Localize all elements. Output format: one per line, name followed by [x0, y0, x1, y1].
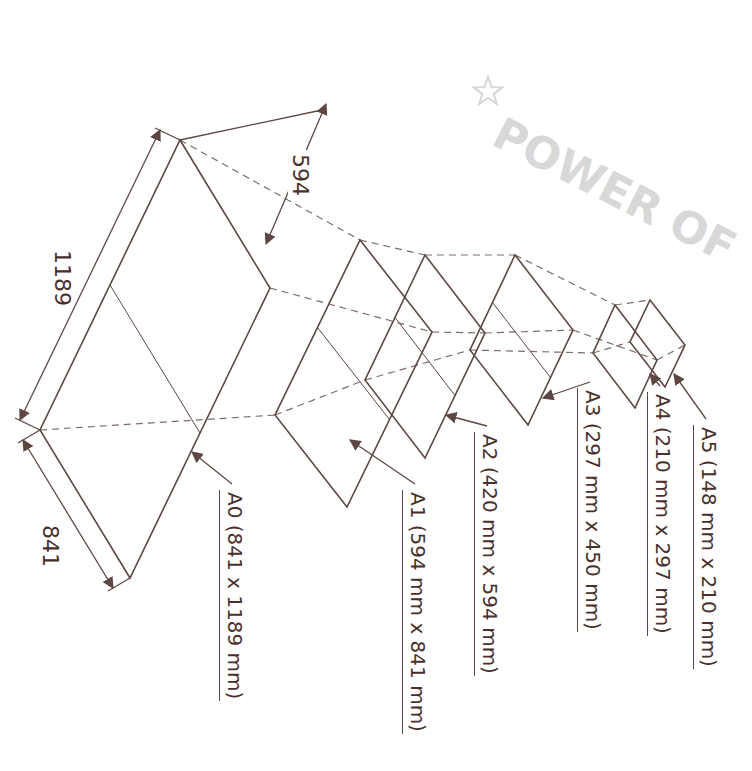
dimension-value: 1189: [49, 250, 74, 306]
paper-sheet: [365, 255, 485, 458]
paper-sheet: [275, 240, 432, 507]
projection-line: [515, 255, 615, 305]
size-label: A2 (420 mm x 594 mm): [474, 432, 501, 676]
fold-lines: [110, 285, 551, 433]
dimension-line: [20, 130, 160, 420]
leader-line: [446, 415, 487, 426]
size-label: A3 (297 mm x 450 mm): [577, 388, 604, 632]
projection-line: [180, 140, 360, 240]
projection-line: [270, 288, 432, 332]
paper-sheet: [470, 255, 573, 425]
fold-line: [493, 303, 551, 378]
projection-line: [615, 300, 650, 305]
projection-line: [593, 342, 630, 353]
leader-line: [650, 374, 660, 386]
extension-line: [18, 430, 40, 443]
dimension-value: 841: [37, 525, 62, 567]
fold-line: [110, 285, 200, 433]
dimension-line: [23, 440, 113, 588]
dimensions: [15, 104, 326, 591]
projection-line: [485, 330, 573, 333]
projection-line: [432, 332, 485, 333]
leader-line: [192, 452, 232, 484]
leader-line: [350, 440, 415, 484]
projection-line: [573, 330, 657, 360]
extension-line: [15, 418, 40, 430]
dimension-line: [266, 104, 326, 244]
fold-line: [395, 318, 455, 396]
projection-line: [365, 350, 470, 380]
dimension-value: 594: [287, 150, 312, 200]
extension-line: [108, 578, 130, 591]
watermark-star: [474, 77, 503, 104]
projection-line: [275, 380, 365, 415]
size-label: A4 (210 mm x 297 mm): [647, 392, 674, 636]
size-label: A1 (594 mm x 841 mm): [402, 490, 429, 734]
fold-line: [318, 328, 390, 420]
size-label: A0 (841 x 1189 mm): [219, 490, 246, 701]
extension-line: [155, 128, 180, 140]
leader-line: [674, 374, 706, 419]
paper-sheet: [630, 300, 685, 387]
projection-line: [40, 415, 275, 430]
size-label: A5 (148 mm x 210 mm): [693, 425, 720, 669]
box-edge: [180, 110, 322, 140]
leader-lines: [192, 374, 706, 484]
watermark: POWER OF: [485, 108, 744, 273]
projection-line: [425, 254, 515, 255]
